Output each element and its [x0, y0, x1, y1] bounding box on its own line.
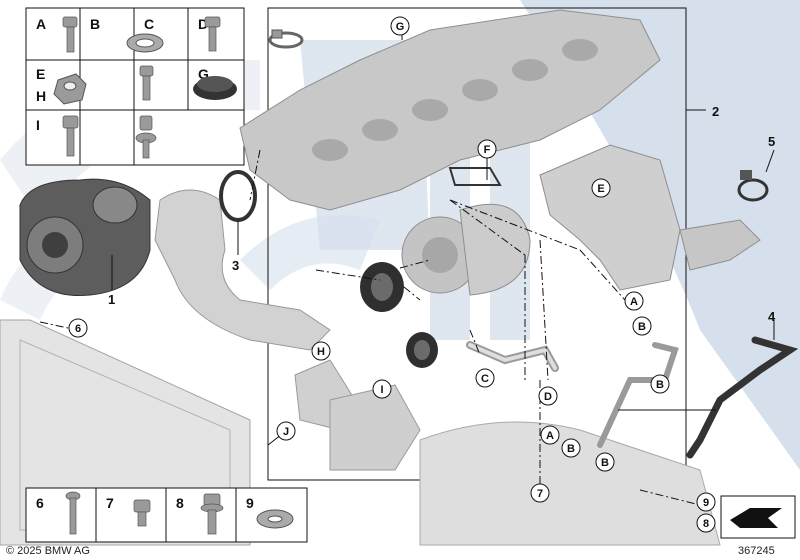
callout-8: 8	[703, 518, 709, 530]
gasket-3	[219, 170, 257, 222]
gasket-f	[448, 167, 502, 186]
oil-pan	[419, 421, 721, 546]
bolt-icon-f	[139, 65, 154, 101]
callout-2: 2	[712, 104, 719, 119]
sealing-sleeve	[360, 262, 404, 312]
direction-arrow-box	[720, 495, 796, 539]
grid-label-b: B	[90, 16, 100, 32]
callout-h: H	[317, 346, 325, 358]
callout-b-3: B	[567, 443, 575, 455]
callout-g: G	[396, 21, 405, 33]
callout-7: 7	[537, 488, 543, 500]
bolt-icon-j	[135, 115, 157, 159]
grid-label-7: 7	[106, 495, 114, 511]
callout-3: 3	[232, 258, 239, 273]
hose-clamp-icon-d	[268, 29, 304, 49]
callout-f: F	[484, 144, 491, 156]
callout-b-4: B	[601, 457, 609, 469]
callout-6: 6	[75, 323, 81, 335]
callout-4: 4	[768, 309, 776, 324]
plug-cap-icon-g	[193, 76, 237, 100]
callout-c: C	[481, 373, 489, 385]
bolt-icon-c	[204, 16, 221, 52]
grid-label-i: I	[36, 117, 40, 133]
grid-label-c: C	[144, 16, 154, 32]
intake-manifold	[239, 9, 661, 211]
bracket-i	[329, 384, 421, 471]
grid-label-6: 6	[36, 495, 44, 511]
bolt-icon-a	[62, 16, 78, 53]
nut-icon-e	[53, 73, 87, 105]
diagram-number: 367245	[738, 545, 775, 557]
callout-b-2: B	[656, 379, 664, 391]
callout-1: 1	[108, 292, 115, 307]
washer-icon-b	[126, 33, 164, 53]
grid-label-8: 8	[176, 495, 184, 511]
callout-d: D	[544, 391, 552, 403]
bolt-icon-7	[133, 499, 151, 527]
catalytic-converter	[539, 144, 761, 291]
grid-label-a: A	[36, 16, 46, 32]
seal-ring	[406, 332, 438, 368]
callout-a-1: A	[630, 296, 638, 308]
callout-b-1: B	[638, 321, 646, 333]
grid-label-9: 9	[246, 495, 254, 511]
bolt-icon-i	[62, 115, 79, 157]
grid-label-e: E	[36, 66, 45, 82]
leader-lines	[111, 29, 775, 485]
grid-label-d: D	[198, 16, 208, 32]
callout-j: J	[283, 426, 289, 438]
bolt-icon-8	[200, 493, 224, 535]
callout-9: 9	[703, 497, 709, 509]
callout-5: 5	[768, 134, 775, 149]
callout-a-2: A	[546, 430, 554, 442]
callout-e: E	[597, 183, 604, 195]
turbocharger-part-1	[19, 178, 151, 297]
copyright: © 2025 BMW AG	[6, 545, 90, 557]
clamp-part-5	[737, 170, 769, 202]
oil-pipe-part-4	[686, 336, 799, 459]
charge-air-pipe	[154, 189, 331, 351]
callout-i: I	[380, 384, 383, 396]
washer-icon-9	[256, 509, 294, 529]
grid-label-g: G	[198, 66, 209, 82]
circle-callouts	[68, 16, 716, 533]
turbocharger-assembled	[401, 203, 531, 296]
grid-label-h: H	[36, 88, 46, 104]
oil-return-line	[597, 342, 679, 448]
dash-dot-lines	[39, 149, 701, 506]
screw-icon-6	[65, 491, 81, 535]
oil-feed-line	[466, 341, 559, 372]
